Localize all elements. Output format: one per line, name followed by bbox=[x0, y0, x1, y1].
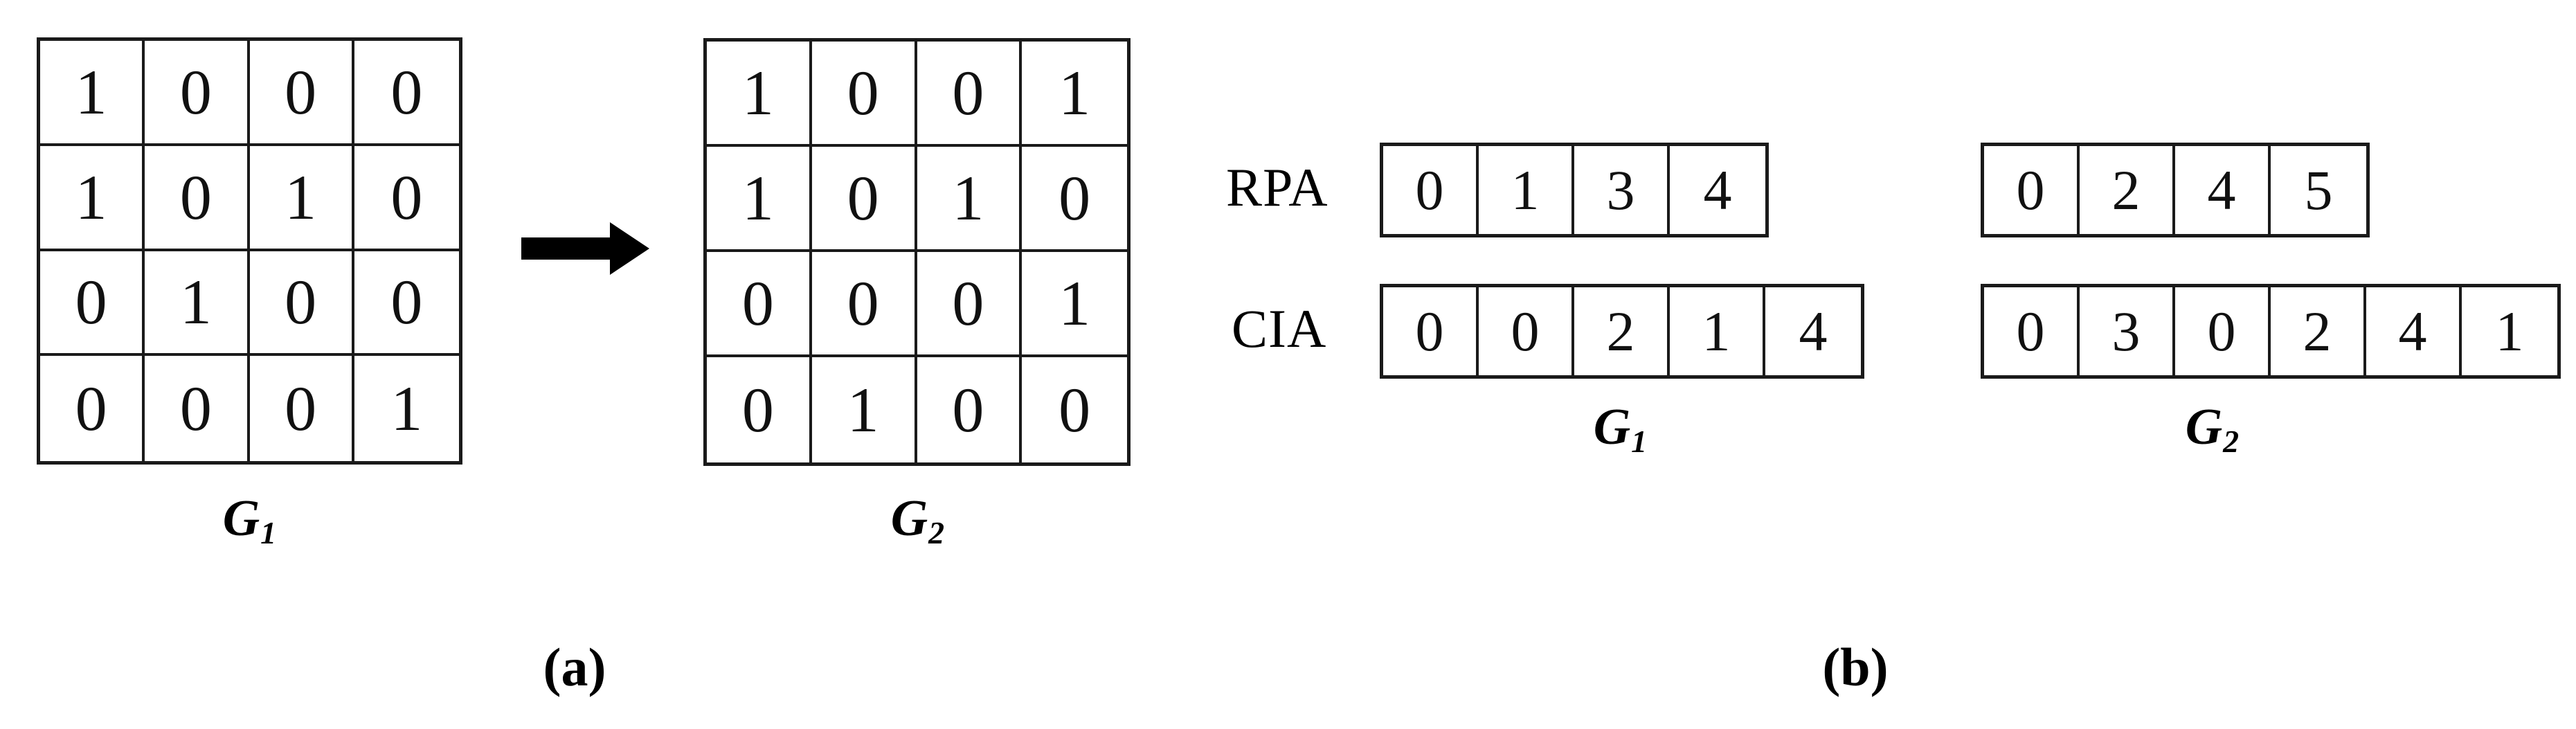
array-g2-rpa-cell-1: 2 bbox=[2080, 146, 2175, 234]
array-g2-rpa-cell-2: 4 bbox=[2175, 146, 2271, 234]
right-arrow-icon bbox=[521, 218, 649, 279]
matrix-g1-cell-r3-c2: 0 bbox=[250, 356, 354, 461]
matrix-g2-cell-r1-c2: 1 bbox=[917, 147, 1023, 252]
matrix-g2-label-subscript: 2 bbox=[928, 514, 945, 550]
matrix-g2-cell-r1-c1: 0 bbox=[811, 147, 917, 252]
matrix-g1-cell-r0-c2: 0 bbox=[249, 41, 354, 146]
matrix-g1-cell-r2-c0: 0 bbox=[40, 251, 145, 357]
matrix-g1-label-text: G bbox=[222, 490, 260, 547]
array-g2-cia-cell-1: 3 bbox=[2080, 287, 2175, 375]
array-g1-cia-cell-4: 4 bbox=[1799, 299, 1828, 363]
array-g1-rpa-cell-1: 1 bbox=[1479, 146, 1574, 234]
array-g1-rpa-cell-0: 0 bbox=[1383, 146, 1479, 234]
array-g2-rpa-cell-0: 0 bbox=[1984, 146, 2080, 234]
matrix-g2-cell-r2-c1: 0 bbox=[811, 252, 917, 357]
matrix-g1-cell-r2-c3: 0 bbox=[354, 251, 459, 357]
matrix-g1-cell-r2-c1: 1 bbox=[145, 251, 250, 357]
matrix-g2-cell-r3-c3: 0 bbox=[1059, 375, 1091, 445]
matrix-g2-label: G2 bbox=[810, 490, 1025, 548]
matrix-g1-cell-r3-c1: 0 bbox=[145, 356, 250, 461]
arrays-g1-label-text: G bbox=[1593, 399, 1631, 456]
matrix-g1-cell-r1-c2: 1 bbox=[249, 145, 354, 251]
matrix-g1-cell-r1-c0: 1 bbox=[40, 145, 145, 251]
array-g2-cia-cell-4: 4 bbox=[2366, 287, 2462, 375]
arrays-g2-label-text: G bbox=[2185, 399, 2223, 456]
array-g1-cia-cell-1: 0 bbox=[1479, 287, 1574, 375]
array-g1-cia-cell-0: 0 bbox=[1383, 287, 1479, 375]
arrays-g1-label-subscript: 1 bbox=[1631, 423, 1648, 459]
matrix-g1-cell-r1-c1: 0 bbox=[145, 145, 250, 251]
arrays-g2-label: G2 bbox=[2105, 399, 2319, 457]
matrix-g1-cell-r0-c3: 0 bbox=[354, 41, 459, 146]
array-g1-rpa-cell-2: 3 bbox=[1574, 146, 1670, 234]
array-g2-cia-cell-5: 1 bbox=[2495, 299, 2524, 363]
matrix-g2-cell-r1-c0: 1 bbox=[707, 147, 812, 252]
matrix-g1-label-subscript: 1 bbox=[260, 514, 277, 550]
matrix-g2-cell-r0-c1: 0 bbox=[811, 42, 917, 147]
array-g2-cia-cell-0: 0 bbox=[1984, 287, 2080, 375]
array-g1-rpa-cell-3: 4 bbox=[1703, 158, 1732, 222]
matrix-g2-cell-r2-c2: 0 bbox=[917, 252, 1023, 357]
matrix-g2-cell-r0-c0: 1 bbox=[707, 42, 812, 147]
right-arrow-svg bbox=[521, 222, 649, 275]
matrix-g2-cell-r2-c3: 1 bbox=[1022, 252, 1127, 357]
matrix-g2-cell-r3-c1: 1 bbox=[812, 357, 917, 462]
row-label-rpa: RPA bbox=[1226, 157, 1328, 217]
array-g2-cia-cell-3: 2 bbox=[2271, 287, 2366, 375]
panel-caption-b: (b) bbox=[1822, 637, 1889, 697]
matrix-g1-cell-r3-c0: 0 bbox=[40, 356, 145, 461]
matrix-g2-cell-r0-c2: 0 bbox=[917, 42, 1023, 147]
matrix-g2-cell-r3-c2: 0 bbox=[917, 357, 1023, 462]
array-g2-rpa-cell-3: 5 bbox=[2304, 158, 2333, 222]
matrix-g2-cell-r1-c3: 0 bbox=[1022, 147, 1127, 252]
array-g2-cia-cell-2: 0 bbox=[2175, 287, 2271, 375]
matrix-g2-cell-r3-c0: 0 bbox=[707, 357, 812, 462]
matrix-g2-label-text: G bbox=[890, 490, 928, 547]
matrix-g1-cell-r1-c3: 0 bbox=[354, 146, 459, 251]
matrix-g1-label: G1 bbox=[142, 490, 357, 548]
matrix-g1-cell-r0-c0: 1 bbox=[40, 41, 145, 146]
matrix-g1-cell-r0-c1: 0 bbox=[145, 41, 250, 146]
arrays-g1-label: G1 bbox=[1513, 399, 1727, 457]
matrix-g1-cell-r2-c2: 0 bbox=[249, 251, 354, 357]
row-label-cia: CIA bbox=[1232, 298, 1327, 359]
matrix-g2-cell-r0-c3: 1 bbox=[1022, 42, 1127, 147]
panel-caption-a: (a) bbox=[543, 637, 606, 697]
arrays-g2-label-subscript: 2 bbox=[2223, 423, 2240, 459]
array-g1-cia-cell-2: 2 bbox=[1574, 287, 1670, 375]
matrix-g2-cell-r2-c0: 0 bbox=[707, 252, 812, 357]
array-g1-cia-cell-3: 1 bbox=[1670, 287, 1765, 375]
matrix-g1-cell-r3-c3: 1 bbox=[390, 373, 423, 444]
